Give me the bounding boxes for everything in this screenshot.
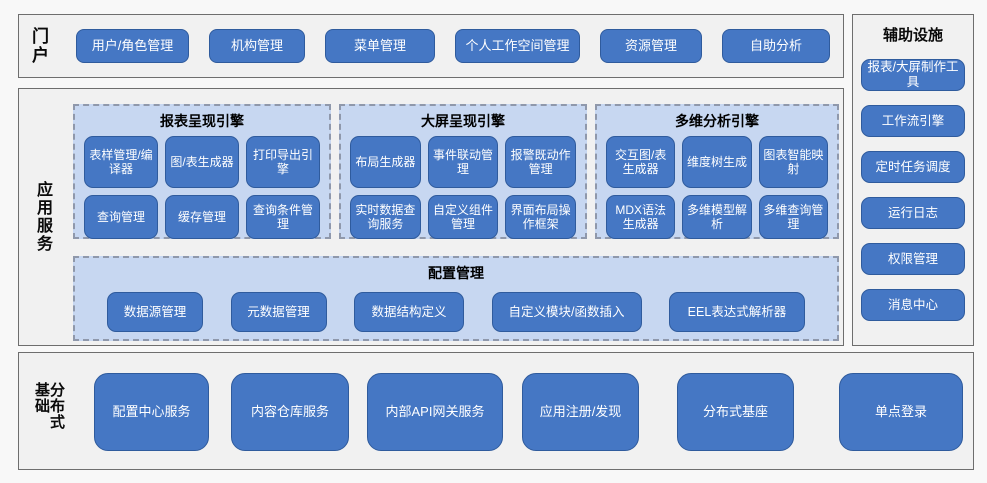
app-register-discovery-button[interactable]: 应用注册/发现 <box>522 373 639 451</box>
multidim-query-mgmt-button[interactable]: 多维查询管理 <box>758 195 828 239</box>
single-sign-on-button[interactable]: 单点登录 <box>839 373 963 451</box>
event-linkage-mgmt-button[interactable]: 事件联动管理 <box>427 136 499 188</box>
user-role-mgmt-button[interactable]: 用户/角色管理 <box>76 29 189 63</box>
query-mgmt-button[interactable]: 查询管理 <box>84 195 158 239</box>
data-structure-definition-button[interactable]: 数据结构定义 <box>354 292 464 332</box>
mdx-syntax-generator-button[interactable]: MDX语法生成器 <box>606 195 676 239</box>
layout-generator-button[interactable]: 布局生成器 <box>350 136 421 188</box>
menu-mgmt-button[interactable]: 菜单管理 <box>325 29 435 63</box>
interactive-chart-generator-button[interactable]: 交互图/表生成器 <box>606 136 676 188</box>
cache-mgmt-button[interactable]: 缓存管理 <box>165 195 239 239</box>
ui-layout-framework-button[interactable]: 界面布局操作框架 <box>505 195 576 239</box>
realtime-data-query-service-button[interactable]: 实时数据查询服务 <box>350 195 421 239</box>
olap-engine-panel: 多维分析引擎 交互图/表生成器 维度树生成 图表智能映射 MDX语法生成器 多维… <box>595 104 839 239</box>
org-mgmt-button[interactable]: 机构管理 <box>209 29 305 63</box>
personal-workspace-mgmt-button[interactable]: 个人工作空间管理 <box>455 29 580 63</box>
content-repo-service-button[interactable]: 内容仓库服务 <box>231 373 349 451</box>
report-dashboard-authoring-tool-button[interactable]: 报表/大屏制作工具 <box>861 59 965 91</box>
app-services-section: 应用服务 报表呈现引擎 表样管理/编译器 图/表生成器 打印导出引擎 查询管理 … <box>18 88 844 346</box>
resource-mgmt-button[interactable]: 资源管理 <box>600 29 702 63</box>
query-condition-mgmt-button[interactable]: 查询条件管理 <box>246 195 320 239</box>
portal-section: 门户 用户/角色管理 机构管理 菜单管理 个人工作空间管理 资源管理 自助分析 <box>18 14 844 78</box>
report-engine-grid: 表样管理/编译器 图/表生成器 打印导出引擎 查询管理 缓存管理 查询条件管理 <box>75 131 329 239</box>
config-mgmt-row: 数据源管理 元数据管理 数据结构定义 自定义模块/函数插入 EEL表达式解析器 <box>75 292 837 332</box>
dashboard-engine-grid: 布局生成器 事件联动管理 报警既动作管理 实时数据查询服务 自定义组件管理 界面… <box>341 131 585 239</box>
report-engine-panel: 报表呈现引擎 表样管理/编译器 图/表生成器 打印导出引擎 查询管理 缓存管理 … <box>73 104 331 239</box>
olap-engine-grid: 交互图/表生成器 维度树生成 图表智能映射 MDX语法生成器 多维模型解析 多维… <box>597 131 837 239</box>
datasource-mgmt-button[interactable]: 数据源管理 <box>107 292 203 332</box>
internal-api-gateway-service-button[interactable]: 内部API网关服务 <box>367 373 503 451</box>
custom-module-function-insert-button[interactable]: 自定义模块/函数插入 <box>491 292 642 332</box>
dashboard-engine-panel: 大屏呈现引擎 布局生成器 事件联动管理 报警既动作管理 实时数据查询服务 自定义… <box>339 104 587 239</box>
auxiliary-section: 辅助设施 报表/大屏制作工具 工作流引擎 定时任务调度 运行日志 权限管理 消息… <box>852 14 974 346</box>
olap-engine-title: 多维分析引擎 <box>675 113 759 129</box>
report-engine-title: 报表呈现引擎 <box>160 113 244 129</box>
self-service-analysis-button[interactable]: 自助分析 <box>722 29 830 63</box>
eel-expression-parser-button[interactable]: EEL表达式解析器 <box>669 292 805 332</box>
multidim-model-parsing-button[interactable]: 多维模型解析 <box>682 195 752 239</box>
dashboard-engine-title: 大屏呈现引擎 <box>421 113 505 129</box>
style-mgmt-compiler-button[interactable]: 表样管理/编译器 <box>84 136 158 188</box>
dimension-tree-generation-button[interactable]: 维度树生成 <box>682 136 752 188</box>
scheduled-task-scheduler-button[interactable]: 定时任务调度 <box>861 151 965 183</box>
portal-button-row: 用户/角色管理 机构管理 菜单管理 个人工作空间管理 资源管理 自助分析 <box>76 29 830 63</box>
distributed-foundation-row: 配置中心服务 内容仓库服务 内部API网关服务 应用注册/发现 分布式基座 单点… <box>76 373 963 451</box>
alarm-action-mgmt-button[interactable]: 报警既动作管理 <box>505 136 576 188</box>
app-services-label: 应用服务 <box>34 181 51 253</box>
distributed-base-button[interactable]: 分布式基座 <box>677 373 794 451</box>
permission-mgmt-button[interactable]: 权限管理 <box>861 243 965 275</box>
workflow-engine-button[interactable]: 工作流引擎 <box>861 105 965 137</box>
run-log-button[interactable]: 运行日志 <box>861 197 965 229</box>
chart-table-generator-button[interactable]: 图/表生成器 <box>165 136 239 188</box>
chart-smart-mapping-button[interactable]: 图表智能映射 <box>758 136 828 188</box>
message-center-button[interactable]: 消息中心 <box>861 289 965 321</box>
custom-component-mgmt-button[interactable]: 自定义组件管理 <box>427 195 499 239</box>
distributed-foundation-section: 分布式基础 配置中心服务 内容仓库服务 内部API网关服务 应用注册/发现 分布… <box>18 352 974 470</box>
portal-label: 门户 <box>29 27 48 65</box>
auxiliary-title: 辅助设施 <box>882 27 943 44</box>
distributed-foundation-label: 分布式基础 <box>33 382 65 430</box>
config-center-service-button[interactable]: 配置中心服务 <box>94 373 209 451</box>
metadata-mgmt-button[interactable]: 元数据管理 <box>230 292 327 332</box>
config-mgmt-title: 配置管理 <box>428 265 484 281</box>
config-mgmt-panel: 配置管理 数据源管理 元数据管理 数据结构定义 自定义模块/函数插入 EEL表达… <box>73 256 839 341</box>
print-export-engine-button[interactable]: 打印导出引擎 <box>246 136 320 188</box>
